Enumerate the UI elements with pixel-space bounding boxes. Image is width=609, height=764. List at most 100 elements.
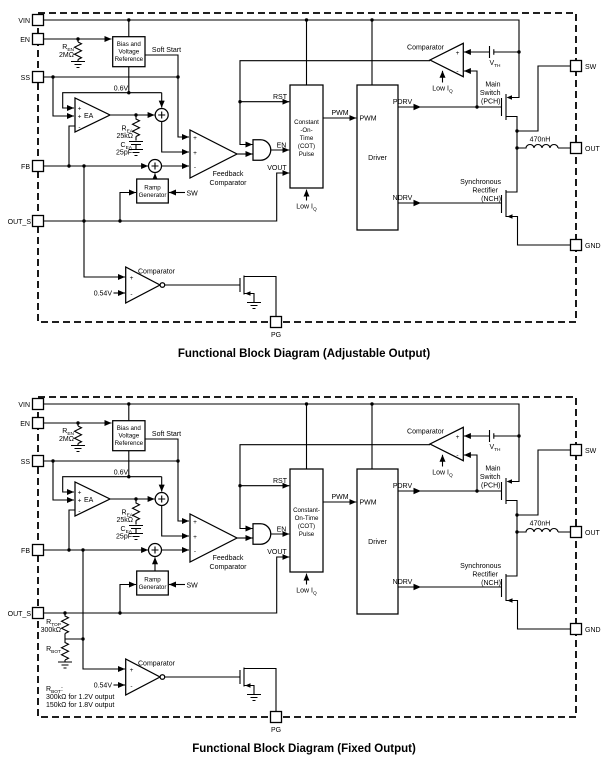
adjustable-output-diagram: VIN EN SS FB OUT_S SW OUT GND PG REN 2MΩ… [8,12,601,360]
svg-text:+: + [193,150,197,157]
junction-dots [51,402,521,641]
svg-text:Reference: Reference [115,440,144,447]
svg-text:Comparator: Comparator [210,564,248,571]
main-switch-label: Main [485,466,500,473]
ramp-generator-block [136,178,169,204]
soft-start-wire [145,438,189,524]
top-comparator [428,426,464,462]
pg-drain-wire [244,667,277,712]
bias-block-label: Bias and [117,41,142,48]
pwm-in-label: PWM [360,500,377,507]
svg-text:+: + [193,534,197,541]
ground-icon [129,148,143,157]
pg-comparator [125,265,162,305]
r-top-label: RTOP [46,619,61,628]
pin-pg [269,315,283,329]
junction-dots [51,18,521,223]
svg-text:Rectifier: Rectifier [472,572,498,579]
svg-text:-: - [78,508,80,515]
svg-text:Generator: Generator [139,192,167,199]
svg-text:Pulse: Pulse [299,151,315,158]
svg-text:+: + [130,667,134,674]
arrowheads [245,479,513,688]
pin-fb [31,159,45,173]
ndrv-label: NDRV [393,579,413,586]
bias-voltage-reference-block [112,36,146,68]
pin-label-sw: SW [585,448,597,455]
svg-text:-On-: -On- [300,127,312,134]
pin-label-sw: SW [585,64,597,71]
outs-vout-wire [43,554,290,614]
pwm-in-label: PWM [360,116,377,123]
pin-en [31,416,45,430]
ramp-generator-label: Ramp [144,185,161,192]
vout-label: VOUT [267,549,287,556]
r-bot-label: RBOT [46,646,61,655]
pin-ss [31,454,45,468]
svg-text:+: + [193,135,197,142]
pin-sw [569,443,583,457]
driver-label: Driver [368,539,387,546]
ic-boundary [37,396,577,718]
pin-out [569,525,583,539]
low-iq2-label: Low IQ [432,86,453,95]
c-ea-label: CEA [121,526,133,535]
ndrv-label: NDRV [393,195,413,202]
svg-text:Comparator: Comparator [210,180,248,187]
svg-text:Pulse: Pulse [299,531,315,538]
pin-label-gnd: GND [585,243,601,250]
pin-outs [31,606,45,620]
pin-label-outs: OUT_S [8,219,32,226]
pg-sense-wire [82,639,125,672]
pg-threshold-label: 0.54V [94,291,113,298]
pin-out [569,141,583,155]
driver-block [356,468,399,615]
r-top-value: 300kΩ [41,627,61,634]
pin-label-out: OUT [585,146,601,153]
r-top-resistor [60,613,70,639]
pin-label-gnd: GND [585,627,601,634]
vth-battery-icon [488,46,495,58]
sync-rectifier-nmos [500,190,507,217]
sync-rect-label: Synchronous [460,179,501,186]
vth-label: VTH [489,60,501,69]
ea-label: EA [84,113,94,120]
svg-text:Voltage: Voltage [119,433,140,440]
sum-junction-1 [154,491,169,507]
pin-label-fb: FB [21,548,30,555]
cot-pulse-block [289,468,324,573]
bias-voltage-reference-block [112,420,146,452]
c-ea-capacitor [129,140,143,150]
arrowheads [245,95,513,296]
pin-label-ss: SS [21,459,31,466]
r-ea-label: REA [122,126,134,135]
top-comparator-label: Comparator [407,429,445,436]
vref-label: 0.6V [114,470,129,477]
r-en-label: REN [62,44,74,53]
ground-icon [247,693,261,702]
cot-block-label: Constant [294,119,319,126]
svg-text:Reference: Reference [115,56,144,63]
gnd-wire [506,215,571,246]
pg-threshold-label: 0.54V [94,683,113,690]
pwm-label: PWM [331,494,348,501]
and-gate [252,523,272,545]
vref-label: 0.6V [114,86,129,93]
r-ea-resistor [131,115,141,141]
pg-drain-wire [244,275,277,317]
sw-ramp-label: SW [187,582,199,589]
sw-ramp-label: SW [187,190,199,197]
svg-text:(PCH): (PCH) [481,99,500,106]
svg-text:-: - [456,68,458,75]
cot-block-label: Constant- [293,507,320,514]
pin-gnd [569,238,583,252]
pg-comparator-label: Comparator [138,269,176,276]
error-amplifier [74,481,112,517]
inductor-label: 470nH [530,137,551,144]
sync-rect-label: Synchronous [460,563,501,570]
pins [31,13,583,329]
sum-junction-1 [154,107,169,123]
feedback-comparator-label: Feedback [213,555,244,562]
inverter-bubble-icon [159,674,166,680]
